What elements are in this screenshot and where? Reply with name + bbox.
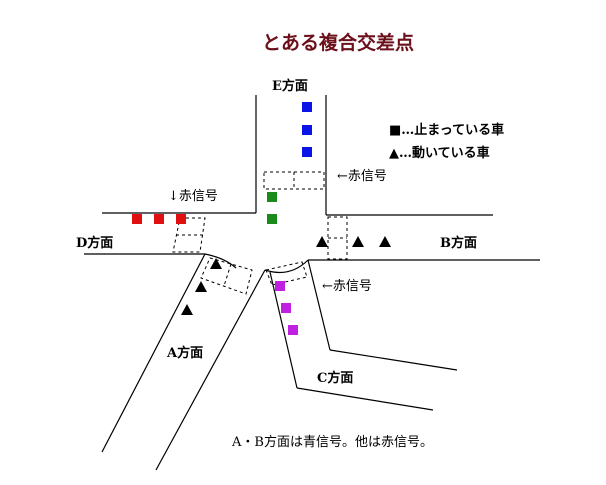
e-green-stopped-cars	[267, 192, 277, 224]
car-stopped	[154, 214, 164, 224]
c-stopped-cars	[275, 281, 298, 335]
c-road-right-edge	[307, 259, 331, 351]
road-edges	[84, 95, 540, 471]
car-moving	[352, 236, 364, 247]
corner-a-d	[204, 253, 237, 269]
car-stopped	[302, 147, 312, 157]
e-stopped-cars	[302, 102, 312, 157]
legend-moving: ▲…動いている車	[389, 145, 490, 161]
car-moving	[210, 258, 222, 269]
c-road-top-edge	[329, 349, 458, 371]
page-title: とある複合交差点	[262, 32, 415, 54]
c-road-left-edge	[269, 271, 298, 389]
car-moving	[181, 304, 193, 315]
c-road-bottom-edge	[296, 387, 434, 411]
a-road-right-edge	[155, 269, 266, 471]
label-a-direction: A方面	[166, 345, 203, 361]
car-stopped	[132, 214, 142, 224]
crosswalk-a	[200, 257, 253, 295]
car-stopped	[288, 325, 298, 335]
label-c-direction: C方面	[317, 370, 353, 386]
car-stopped	[302, 125, 312, 135]
car-moving	[195, 281, 207, 292]
car-moving	[379, 236, 391, 247]
car-stopped	[302, 102, 312, 112]
car-stopped	[275, 281, 285, 291]
car-stopped	[267, 192, 277, 202]
crosswalk-c	[265, 261, 308, 286]
label-e-direction: E方面	[272, 78, 308, 94]
car-moving	[316, 236, 328, 247]
legend-stopped: ■…止まっている車	[389, 122, 504, 138]
label-b-direction: B方面	[440, 235, 477, 251]
a-moving-cars	[181, 258, 222, 315]
signal-e-red: ←赤信号	[337, 169, 387, 184]
corner-a-c	[264, 259, 309, 273]
a-road-left-edge	[101, 253, 206, 453]
footnote: A・B方面は青信号。他は赤信号。	[231, 434, 433, 450]
label-d-direction: D方面	[76, 235, 113, 251]
d-stopped-cars	[132, 214, 186, 224]
crosswalk-a-divider	[223, 263, 232, 287]
b-moving-cars	[316, 236, 391, 247]
signal-d-red: ↓赤信号	[168, 189, 218, 204]
car-stopped	[267, 214, 277, 224]
car-stopped	[176, 214, 186, 224]
crosswalk-d	[172, 217, 206, 253]
car-stopped	[281, 303, 291, 313]
signal-c-red: ←赤信号	[322, 279, 372, 294]
crosswalks	[172, 171, 348, 295]
